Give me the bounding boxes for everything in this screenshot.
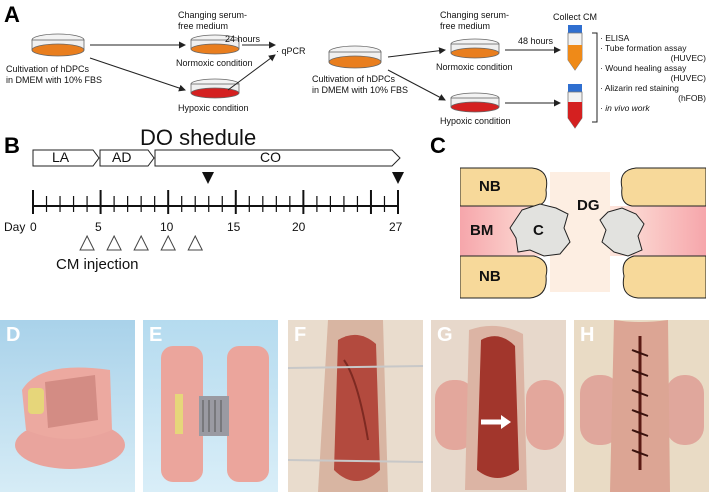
axis-ticks bbox=[32, 190, 399, 214]
assay-tube: · Tube formation assay bbox=[600, 43, 687, 53]
assay-elisa: · ELISA bbox=[600, 33, 630, 43]
normoxic-label-left: Normoxic condition bbox=[176, 58, 253, 68]
panel-b-letter: B bbox=[4, 133, 20, 158]
dish-hypoxic-right bbox=[450, 92, 500, 113]
photo-d-device: D bbox=[0, 320, 135, 492]
nb-top-right bbox=[620, 167, 706, 207]
culture-label-left: Cultivation of hDPCs in DMEM with 10% FB… bbox=[6, 64, 102, 86]
hypoxic-label-right: Hypoxic condition bbox=[440, 116, 511, 126]
dish-culture-left bbox=[31, 33, 85, 57]
dish-culture-right bbox=[328, 45, 382, 69]
tick-label-10: 10 bbox=[160, 220, 174, 234]
photo-e-label: E bbox=[149, 324, 163, 346]
photo-g-surgery: G bbox=[431, 320, 566, 492]
photo-f-surgery: F bbox=[288, 320, 423, 492]
tick-label-27: 27 bbox=[389, 220, 403, 234]
dish-normoxic-right bbox=[450, 38, 500, 59]
tick-label-15: 15 bbox=[227, 220, 241, 234]
photo-g-label: G bbox=[437, 324, 453, 346]
panel-c-letter: C bbox=[430, 133, 446, 158]
label-c: C bbox=[533, 222, 544, 239]
culture-label-right: Cultivation of hDPCs in DMEM with 10% FB… bbox=[312, 74, 408, 96]
injection-markers bbox=[79, 234, 204, 251]
injection-triangle bbox=[133, 234, 149, 251]
nb-bottom-left bbox=[460, 255, 548, 299]
change-line-1-right: Changing serum- bbox=[440, 10, 510, 20]
photo-e-device: E bbox=[143, 320, 278, 492]
phase-ad-label: AD bbox=[112, 149, 132, 165]
label-bm: BM bbox=[470, 222, 494, 239]
photo-d-label: D bbox=[6, 324, 21, 346]
marker-day-27 bbox=[392, 172, 404, 184]
qpcr-label: · qPCR bbox=[276, 46, 306, 56]
qpcr-text: qPCR bbox=[281, 46, 306, 56]
dish-hypoxic-left bbox=[190, 78, 240, 99]
assay-invivo: · in vivo work bbox=[600, 103, 650, 113]
assay-tube-cell: (HUVEC) bbox=[670, 53, 706, 63]
hours-label-right: 48 hours bbox=[518, 36, 554, 46]
injection-triangle bbox=[79, 234, 95, 251]
assay-wound-cell: (HUVEC) bbox=[670, 73, 706, 83]
panel-a-diagram bbox=[31, 25, 598, 129]
assay-alizarin-cell: (hFOB) bbox=[678, 93, 706, 103]
label-dg: DG bbox=[577, 197, 600, 214]
normoxic-label-right: Normoxic condition bbox=[436, 62, 513, 72]
schedule-timeline bbox=[32, 149, 404, 251]
injection-triangle bbox=[106, 234, 122, 251]
photo-f-label: F bbox=[294, 324, 307, 346]
phase-la-label: LA bbox=[52, 149, 70, 165]
phase-co-arrow bbox=[154, 149, 401, 167]
day-axis-label: Day bbox=[4, 220, 26, 234]
change-line-2: free medium bbox=[178, 21, 229, 31]
tick-label-20: 20 bbox=[292, 220, 306, 234]
marker-day-13 bbox=[202, 172, 214, 184]
culture-line-2-right: in DMEM with 10% FBS bbox=[312, 85, 409, 95]
panel-a-letter: A bbox=[4, 2, 20, 27]
nb-bottom-right bbox=[622, 255, 706, 299]
tick-label-0: 0 bbox=[30, 220, 37, 234]
label-nb-bottom: NB bbox=[479, 268, 501, 285]
culture-line-2: in DMEM with 10% FBS bbox=[6, 75, 103, 85]
photo-h-label: H bbox=[580, 324, 595, 346]
tick-label-5: 5 bbox=[95, 220, 102, 234]
photo-h-surgery: H bbox=[574, 320, 709, 492]
assay-wound: · Wound healing assay bbox=[600, 63, 687, 73]
dish-normoxic-left bbox=[190, 34, 240, 55]
cm-injection-label: CM injection bbox=[56, 256, 139, 273]
change-label-left: Changing serum- free medium bbox=[178, 10, 247, 32]
hours-label-left: 24 hours bbox=[225, 34, 261, 44]
defect-schematic bbox=[460, 158, 706, 308]
injection-triangle bbox=[187, 234, 204, 251]
phase-co-label: CO bbox=[260, 149, 281, 165]
tube-hypoxic bbox=[567, 84, 583, 129]
label-nb-top: NB bbox=[479, 178, 501, 195]
change-line-1: Changing serum- bbox=[178, 10, 248, 20]
callus-right bbox=[599, 207, 645, 257]
injection-triangle bbox=[160, 234, 176, 251]
schedule-title: DO shedule bbox=[140, 125, 257, 150]
phase-la-arrow bbox=[32, 149, 100, 167]
assay-alizarin: · Alizarin red staining bbox=[600, 83, 679, 93]
culture-line-1-right: Cultivation of hDPCs bbox=[312, 74, 396, 84]
nb-top-left bbox=[460, 167, 548, 207]
change-line-2-right: free medium bbox=[440, 21, 491, 31]
tube-normoxic bbox=[567, 25, 583, 71]
culture-line-1: Cultivation of hDPCs bbox=[6, 64, 90, 74]
phase-ad-arrow bbox=[99, 149, 155, 167]
callus-left bbox=[509, 203, 571, 257]
hypoxic-label-left: Hypoxic condition bbox=[178, 103, 249, 113]
change-label-right: Changing serum- free medium bbox=[440, 10, 509, 32]
assay-list: · ELISA · Tube formation assay (HUVEC) ·… bbox=[600, 33, 706, 113]
collect-cm-label: Collect CM bbox=[553, 12, 598, 22]
